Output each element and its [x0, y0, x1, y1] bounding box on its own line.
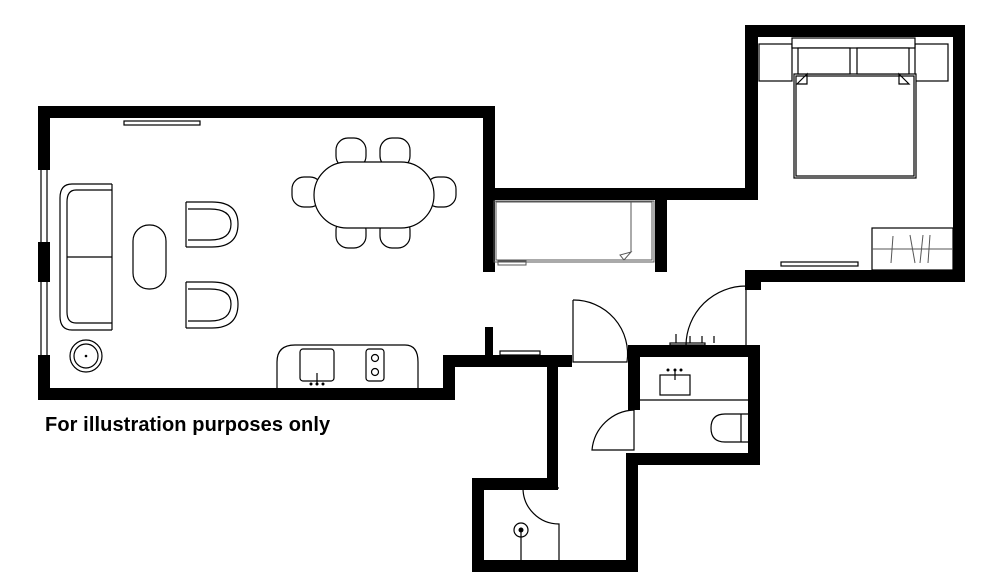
bedroom-door[interactable]: [685, 282, 747, 346]
living-room-walls: [38, 106, 572, 400]
wardrobe: [871, 227, 954, 271]
alcove-bed: [493, 200, 655, 266]
bathroom-walls: [472, 345, 760, 572]
corridor-walls: [483, 25, 758, 272]
doors[interactable]: [499, 282, 747, 560]
double-bed: [758, 37, 949, 179]
kitchen-counter: [276, 344, 419, 388]
bathroom-fixtures: [640, 334, 748, 443]
armchair: [185, 281, 239, 329]
bathroom-door[interactable]: [591, 409, 635, 451]
armchair: [185, 201, 239, 248]
left-windows: [40, 170, 48, 355]
sofa: [59, 183, 113, 331]
bedroom-walls: [745, 25, 965, 290]
radiator-top: [123, 120, 201, 126]
side-table: [69, 339, 103, 373]
shower-door[interactable]: [522, 487, 560, 560]
radiator-bedroom: [780, 261, 859, 267]
hallway-door[interactable]: [572, 299, 629, 363]
disclaimer-caption: For illustration purposes only: [45, 414, 331, 436]
shower: [513, 522, 529, 560]
radiator-hall: [499, 350, 541, 356]
dining-chairs: [291, 137, 457, 249]
coffee-table: [132, 224, 167, 290]
dining-table: [313, 161, 435, 229]
